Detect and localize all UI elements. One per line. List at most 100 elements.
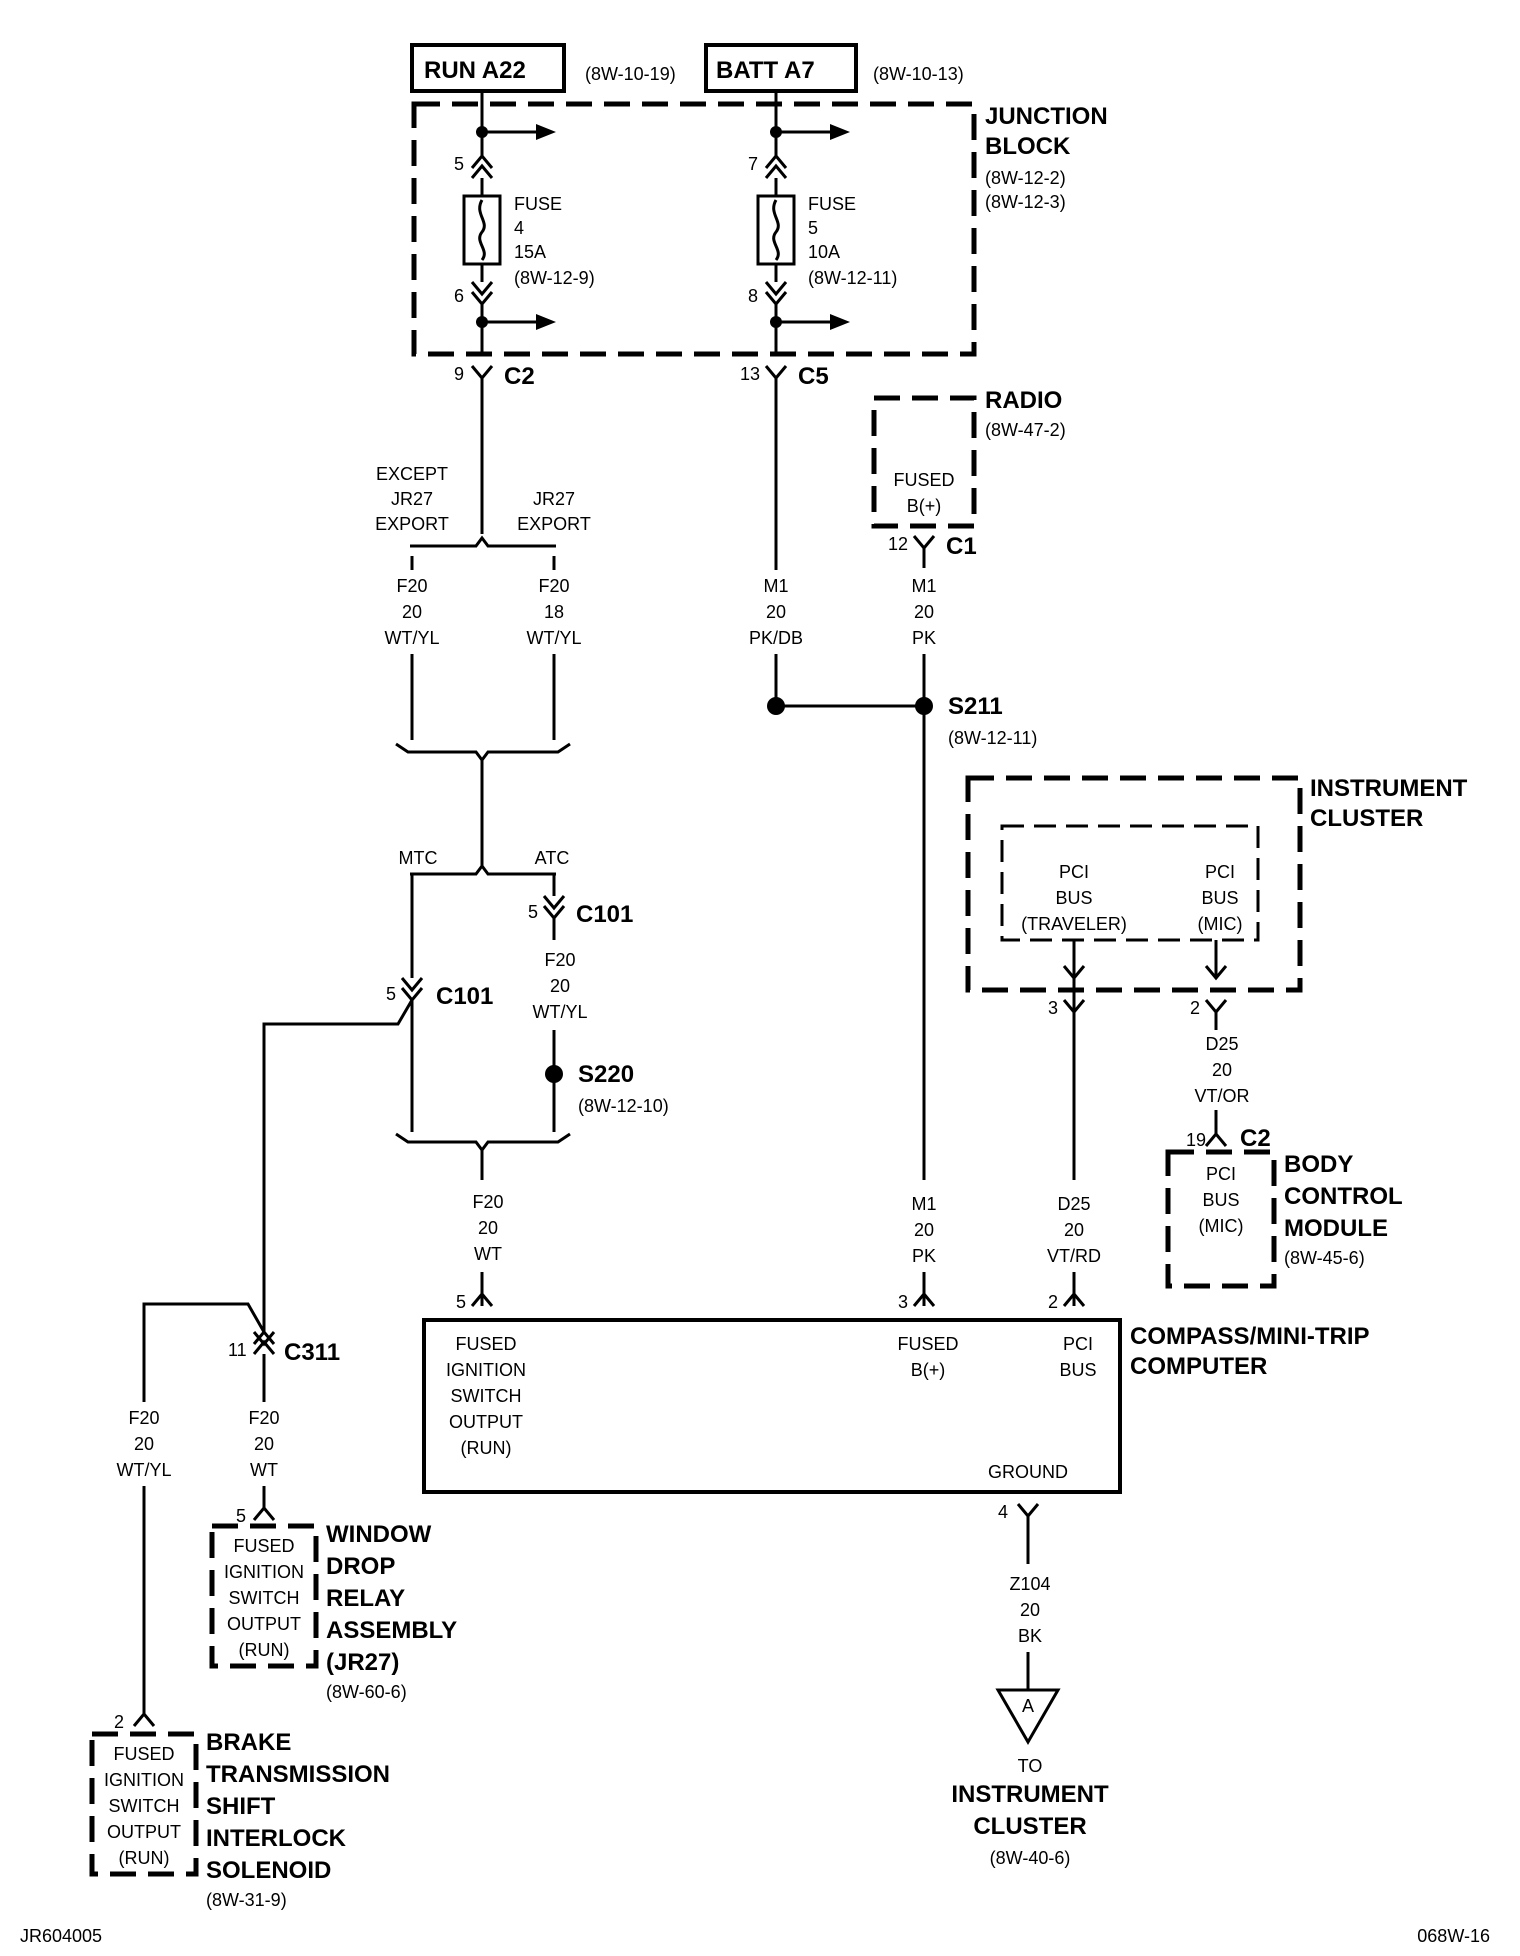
wire-z104-color: BK: [1018, 1626, 1042, 1646]
fuse5-l2: 5: [808, 218, 818, 238]
window-relay-n4: ASSEMBLY: [326, 1617, 457, 1644]
ground-ref-to: TO: [1018, 1756, 1043, 1776]
window-relay-l3: SWITCH: [229, 1588, 300, 1608]
fuse4-l3: 15A: [514, 242, 546, 262]
wire-d25-vtor-color: VT/OR: [1194, 1086, 1249, 1106]
split1-right1: JR27: [533, 489, 575, 509]
ic-trav-l1: PCI: [1059, 862, 1089, 882]
computer-gnd: GROUND: [988, 1462, 1068, 1482]
s220-splice: [545, 1065, 563, 1083]
computer-pin-gnd: 4: [998, 1502, 1008, 1522]
wire-f20-c311-color: WT: [250, 1460, 278, 1480]
merge-brace: [395, 742, 571, 763]
split2-atc: ATC: [535, 848, 570, 868]
brake-solenoid-l5: (RUN): [119, 1848, 170, 1868]
computer-pin4-connector: [1016, 1503, 1040, 1519]
wire-f20-atc-circuit: F20: [544, 950, 575, 970]
bcm-outline: [1165, 1149, 1277, 1289]
wire-z104-circuit: Z104: [1009, 1574, 1050, 1594]
wire-d25-vtrd-color: VT/RD: [1047, 1246, 1101, 1266]
footer-left: JR604005: [20, 1926, 102, 1946]
window-relay-l2: IGNITION: [224, 1562, 304, 1582]
fuse4-l2: 4: [514, 218, 524, 238]
wire-f20-atc-gauge: 20: [550, 976, 570, 996]
fuse5-l1: FUSE: [808, 194, 856, 214]
junction-block-outline: [411, 101, 977, 357]
wire-d25-vtrd-gauge: 20: [1064, 1220, 1084, 1240]
radio-c1-connector: [912, 535, 936, 551]
wire-f20-left-gauge: 20: [134, 1434, 154, 1454]
radio-ref: (8W-47-2): [985, 420, 1066, 440]
window-relay-outline: [209, 1523, 319, 1669]
computer-pci1: PCI: [1063, 1334, 1093, 1354]
c2-connector-symbol: [470, 365, 494, 381]
run-a22-box: [410, 43, 566, 93]
fuse5-circuit: [756, 92, 850, 354]
c101-mtc-label: C101: [436, 983, 493, 1010]
s211-ref: (8W-12-11): [948, 728, 1037, 748]
brake-solenoid-n3: SHIFT: [206, 1793, 276, 1820]
split1-brace: [410, 535, 556, 548]
s211-name: S211: [948, 693, 1003, 720]
junction-block-name2: BLOCK: [985, 133, 1071, 160]
fuse4-l1: FUSE: [514, 194, 562, 214]
fuse5-l3: 10A: [808, 242, 840, 262]
c101-atc-pin: 5: [528, 902, 538, 922]
wire-m1-pk-low-circuit: M1: [911, 1194, 936, 1214]
window-relay-n2: DROP: [326, 1553, 395, 1580]
window-relay-l1: FUSED: [233, 1536, 294, 1556]
c2-label: C2: [504, 363, 535, 390]
wire-d25-vtor-gauge: 20: [1212, 1060, 1232, 1080]
instrument-cluster-name2: CLUSTER: [1310, 805, 1423, 832]
brake-solenoid-connector: [132, 1711, 156, 1727]
wire-m1-pk-top-circuit: M1: [911, 576, 936, 596]
run-a22-ref: (8W-10-19): [585, 64, 676, 84]
split1-left1: EXCEPT: [376, 464, 448, 484]
bcm-l1: PCI: [1206, 1164, 1236, 1184]
instrument-cluster-inner: [1000, 824, 1260, 942]
split1-left2: JR27: [391, 489, 433, 509]
window-relay-n1: WINDOW: [326, 1521, 432, 1548]
brake-solenoid-l1: FUSED: [113, 1744, 174, 1764]
wire-f20-18-wtyl-gauge: 18: [544, 602, 564, 622]
wire-to-brake: [142, 1302, 266, 1402]
ground-ref-name2: CLUSTER: [973, 1813, 1086, 1840]
ic-mic-l2: BUS: [1201, 888, 1238, 908]
brake-solenoid-pin: 2: [114, 1712, 124, 1732]
c2-pin: 9: [454, 364, 464, 384]
computer-pin-batt: 3: [898, 1292, 908, 1312]
radio-pin: 12: [888, 534, 908, 554]
s211-splice: [915, 697, 933, 715]
junction-block-name1: JUNCTION: [985, 103, 1108, 130]
s220-ref: (8W-12-10): [578, 1096, 669, 1116]
c101-mtc-connector: [400, 977, 424, 993]
brake-solenoid-n5: SOLENOID: [206, 1857, 331, 1884]
c311-pin: 11: [228, 1340, 247, 1360]
s220-name: S220: [578, 1061, 634, 1088]
computer-pin-pci: 2: [1048, 1292, 1058, 1312]
wire-f20-c311-circuit: F20: [248, 1408, 279, 1428]
computer-ign4: OUTPUT: [449, 1412, 523, 1432]
wire-d25-vtrd-circuit: D25: [1057, 1194, 1090, 1214]
fuse5-pin-in: 7: [748, 154, 758, 174]
brake-solenoid-l2: IGNITION: [104, 1770, 184, 1790]
window-relay-l5: (RUN): [239, 1640, 290, 1660]
wire-m1-pkdb-gauge: 20: [766, 602, 786, 622]
ic-pin-trav: 3: [1048, 998, 1058, 1018]
brake-solenoid-l3: SWITCH: [109, 1796, 180, 1816]
window-relay-n5: (JR27): [326, 1649, 399, 1676]
wire-m1-pk-top-gauge: 20: [914, 602, 934, 622]
ground-ref-name1: INSTRUMENT: [951, 1781, 1109, 1808]
computer-name1: COMPASS/MINI-TRIP: [1130, 1323, 1370, 1350]
fuse4-pin-out: 6: [454, 286, 464, 306]
window-relay-n3: RELAY: [326, 1585, 405, 1612]
brake-solenoid-n1: BRAKE: [206, 1729, 291, 1756]
wire-f20-20-wtyl-color: WT/YL: [384, 628, 439, 648]
merge-brace-2: [395, 1132, 571, 1153]
wire-f20-20-wtyl-circuit: F20: [396, 576, 427, 596]
computer-batt2: B(+): [911, 1360, 946, 1380]
c101-atc-label: C101: [576, 901, 633, 928]
wire-m1-pkdb-color: PK/DB: [749, 628, 803, 648]
run-a22-label: RUN A22: [424, 57, 526, 84]
fuse4-l4: (8W-12-9): [514, 268, 595, 288]
